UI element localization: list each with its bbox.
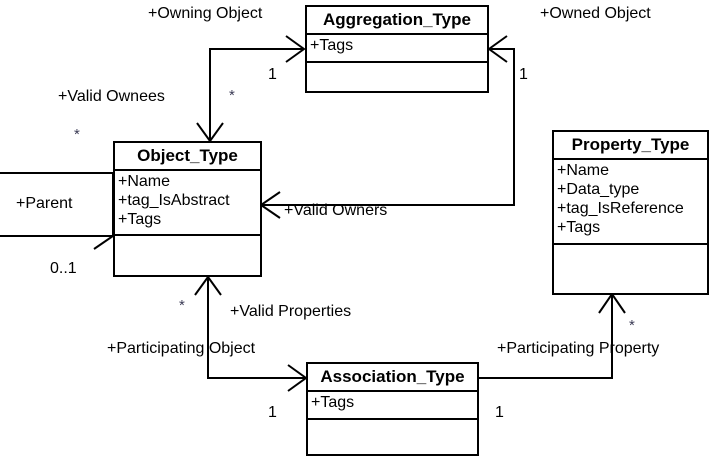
edge-label-owning-object: +Owning Object xyxy=(148,5,263,22)
class-attributes-association-type: +Tags xyxy=(308,392,477,420)
multiplicity-aggregation-right: 1 xyxy=(519,66,528,83)
multiplicity-star-participating-property: * xyxy=(629,317,635,334)
attribute-row: +Tags xyxy=(118,211,162,228)
attribute-row: +Name xyxy=(118,173,171,190)
class-name-association-type: Association_Type xyxy=(308,364,477,392)
multiplicity-association-left: 1 xyxy=(268,404,277,421)
attribute-row: +Data_type xyxy=(557,181,640,198)
edge-label-valid-properties: +Valid Properties xyxy=(230,303,352,320)
arrowhead-owned-object xyxy=(487,35,508,63)
parent-self-association-loop xyxy=(0,172,114,237)
class-attributes-property-type: +Name +Data_type +tag_IsReference +Tags xyxy=(554,160,707,245)
edge-label-participating-property: +Participating Property xyxy=(497,340,660,357)
edge-participating-object xyxy=(207,277,305,379)
attribute-row: +Tags xyxy=(557,219,601,236)
arrowhead-owning-object xyxy=(285,35,306,63)
edge-label-valid-owners: +Valid Owners xyxy=(284,202,388,219)
edge-label-owned-object: +Owned Object xyxy=(540,5,651,22)
attribute-row: +Tags xyxy=(311,394,355,411)
multiplicity-association-right: 1 xyxy=(495,404,504,421)
multiplicity-star-valid-ownees: * xyxy=(74,126,80,143)
attribute-row: +Name xyxy=(557,162,610,179)
class-object-type[interactable]: Object_Type +Name +tag_IsAbstract +Tags xyxy=(113,141,262,277)
multiplicity-star-owning-object: * xyxy=(229,87,235,104)
attribute-row: +tag_IsReference xyxy=(557,200,684,217)
class-attributes-aggregation-type: +Tags xyxy=(307,35,487,63)
attribute-row: +tag_IsAbstract xyxy=(118,192,230,209)
edge-valid-owners xyxy=(262,48,515,206)
class-aggregation-type[interactable]: Aggregation_Type +Tags xyxy=(305,5,489,93)
multiplicity-star-valid-properties: * xyxy=(179,297,185,314)
edge-label-participating-object: +Participating Object xyxy=(107,340,256,357)
multiplicity-parent-loop: 0..1 xyxy=(50,260,77,277)
edge-owning-object xyxy=(209,48,303,141)
edge-label-parent: +Parent xyxy=(16,195,73,212)
class-name-property-type: Property_Type xyxy=(554,132,707,160)
edge-label-valid-ownees: +Valid Ownees xyxy=(58,88,165,105)
edge-participating-property xyxy=(479,295,613,379)
class-attributes-object-type: +Name +tag_IsAbstract +Tags xyxy=(115,171,260,236)
multiplicity-aggregation-left: 1 xyxy=(268,66,277,83)
class-property-type[interactable]: Property_Type +Name +Data_type +tag_IsRe… xyxy=(552,130,709,295)
class-name-object-type: Object_Type xyxy=(115,143,260,171)
class-name-aggregation-type: Aggregation_Type xyxy=(307,7,487,35)
class-association-type[interactable]: Association_Type +Tags xyxy=(306,362,479,456)
attribute-row: +Tags xyxy=(310,37,354,54)
arrowhead-valid-properties xyxy=(194,275,222,296)
